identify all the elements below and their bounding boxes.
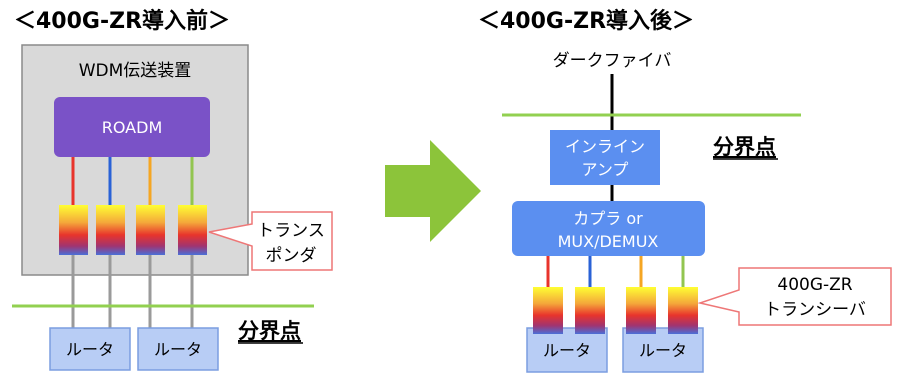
transceiver-1 — [533, 287, 563, 334]
transceiver-callout-line1: 400G-ZR — [777, 275, 852, 295]
transceiver-callout — [697, 267, 892, 326]
router-after-2-label: ルータ — [639, 341, 687, 360]
heading-after: ＜400G-ZR導入後＞ — [478, 8, 694, 34]
router-after-1-label: ルータ — [543, 341, 591, 360]
roadm-label: ROADM — [102, 118, 163, 137]
demarcation-label-before: 分界点 — [238, 319, 301, 343]
router-before-1-label: ルータ — [66, 340, 114, 359]
router-before-2-label: ルータ — [154, 340, 202, 359]
transponder-callout — [208, 211, 333, 271]
transceiver-3 — [626, 287, 656, 334]
transponder-1 — [59, 205, 88, 255]
wdm-label: WDM伝送装置 — [79, 61, 192, 81]
heading-before: ＜400G-ZR導入前＞ — [14, 8, 230, 34]
inline-amp-line2: アンプ — [582, 160, 629, 179]
roadm-box — [54, 97, 210, 157]
coupler-line2: MUX/DEMUX — [558, 232, 659, 251]
transition-arrow — [385, 140, 481, 242]
transponder-3 — [136, 205, 165, 255]
inline-amp-line1: インライン — [565, 137, 645, 156]
demarcation-label-after: 分界点 — [713, 135, 776, 159]
transceiver-4 — [668, 287, 698, 334]
coupler-box — [512, 201, 705, 256]
router-before-1 — [49, 327, 131, 371]
dark-fiber-label: ダークファイバ — [553, 51, 672, 71]
transponder-2 — [96, 205, 125, 255]
router-after-1 — [526, 327, 608, 373]
inline-amp-box — [550, 130, 660, 185]
transponder-4 — [178, 205, 207, 255]
router-before-2 — [137, 327, 219, 371]
transceiver-2 — [575, 287, 605, 334]
router-after-2 — [622, 327, 704, 373]
transponder-callout-line1: トランス — [257, 221, 325, 241]
coupler-line1: カプラ or — [573, 209, 643, 228]
transceiver-callout-line2: トランシーバ — [764, 300, 866, 320]
transponder-callout-line2: ポンダ — [266, 246, 317, 266]
